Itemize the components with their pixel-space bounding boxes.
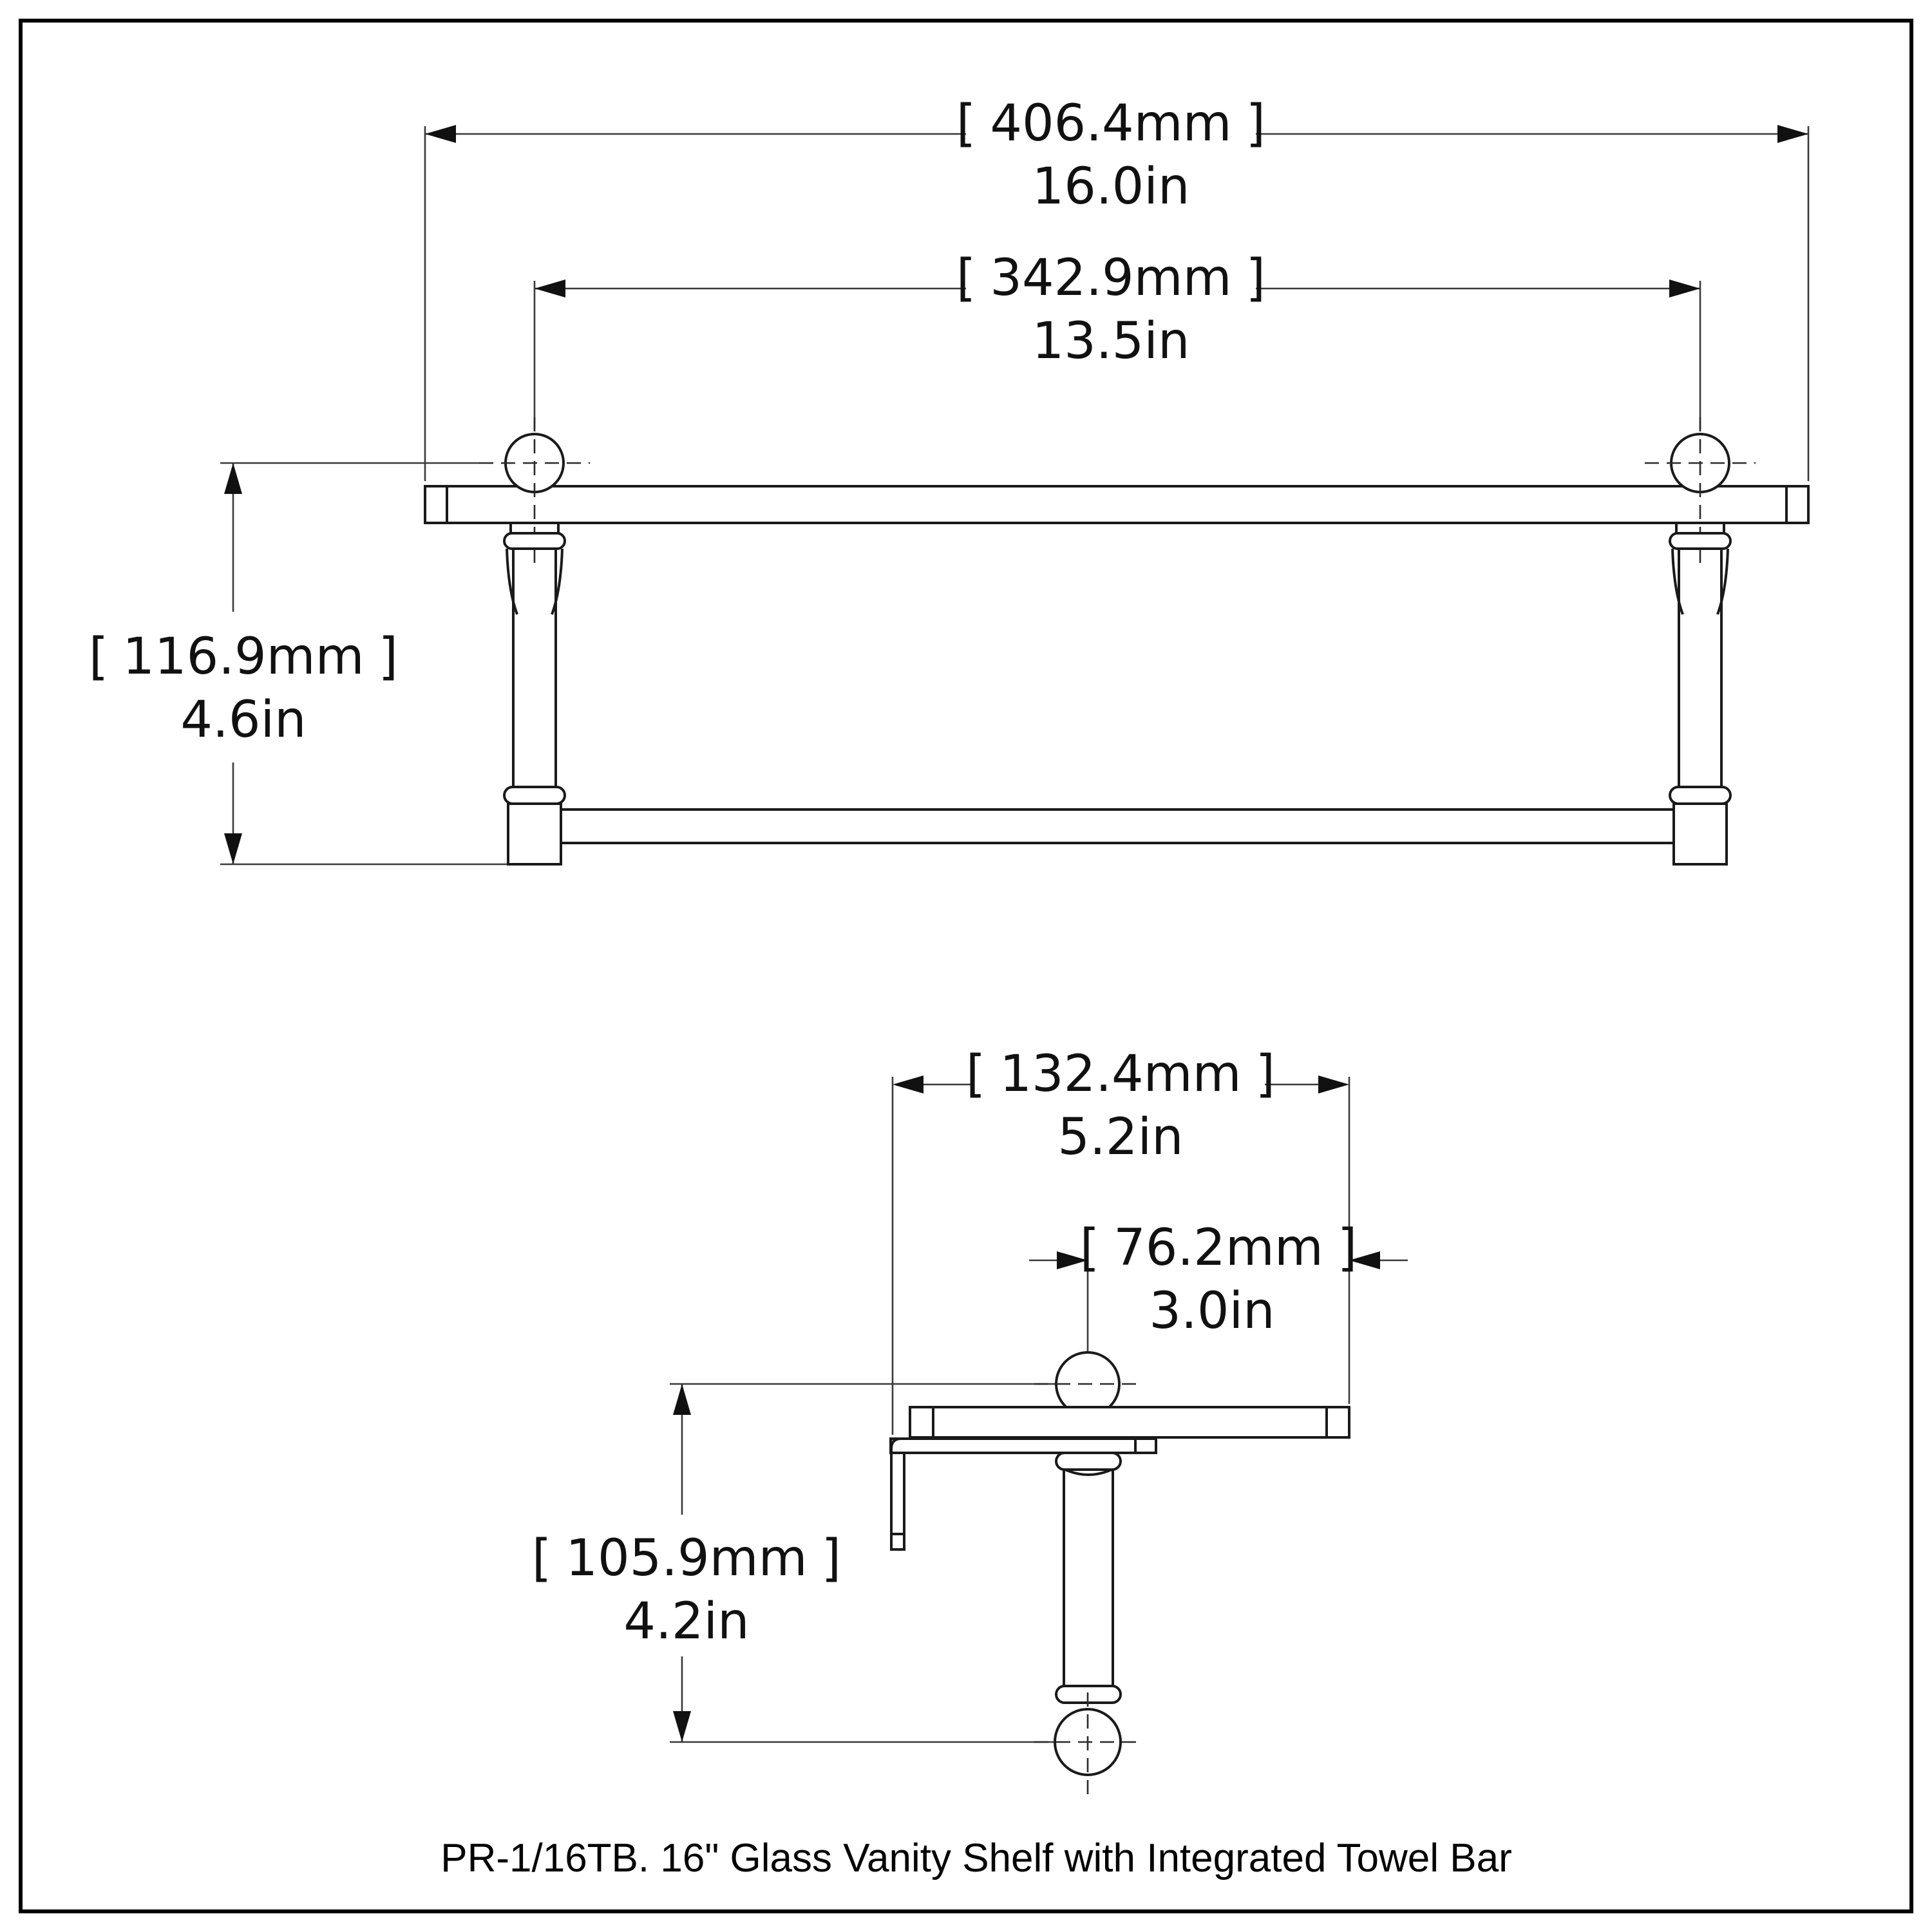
arrowhead-left-pointing — [1349, 1251, 1380, 1269]
wall-arm — [890, 1437, 909, 1551]
dimension-label-mm: [76.2mm] — [1080, 1219, 1358, 1277]
mounting-post-left — [503, 523, 566, 866]
post-collar-top — [1055, 1452, 1122, 1471]
dimension-overall-depth: [132.4mm] 5.2in — [891, 1045, 1350, 1435]
shelf-slab — [909, 1406, 1350, 1439]
ball-finial-bottom-side — [1034, 1692, 1141, 1797]
front-view: [406.4mm] 16.0in [342.9mm] 13.5in [116.9… — [89, 95, 1810, 866]
mounting-plate — [889, 1437, 1157, 1454]
glass-shelf-front — [424, 485, 1810, 524]
glass-shelf-side — [909, 1406, 1350, 1439]
towel-bar — [561, 808, 1674, 844]
post-taper-left — [506, 548, 518, 615]
dimension-label-in: 4.6in — [180, 691, 306, 749]
dimension-label-in: 5.2in — [1057, 1108, 1183, 1166]
collar-arc-detail — [1065, 1468, 1112, 1476]
arrowhead-left — [535, 279, 565, 298]
dimension-label-mm: [342.9mm] — [956, 249, 1265, 307]
ball-finial-right — [1645, 417, 1756, 563]
dimension-label-mm: [105.9mm] — [532, 1530, 841, 1587]
wall-bracket — [889, 1437, 1157, 1551]
dimension-label-in: 3.0in — [1149, 1282, 1274, 1340]
dimension-label-mm: [406.4mm] — [956, 95, 1265, 153]
arrowhead-up — [224, 463, 242, 494]
dimension-shelf-projection: [76.2mm] 3.0in — [1029, 1219, 1408, 1457]
arrowhead-left — [425, 125, 456, 143]
arrowhead-right — [1669, 279, 1700, 298]
arrowhead-down — [673, 1711, 691, 1742]
dimension-drop-height: [105.9mm] 4.2in — [532, 1383, 1057, 1743]
dimension-label-in: 13.5in — [1032, 312, 1190, 370]
dimension-label-mm: [116.9mm] — [89, 628, 398, 686]
arrowhead-right-pointing — [1057, 1251, 1088, 1269]
post-collar-bottom — [503, 786, 566, 805]
shelf-slab — [424, 485, 1810, 524]
arrowhead-right — [1318, 1075, 1349, 1094]
dimension-overall-height: [116.9mm] 4.6in — [89, 462, 507, 866]
post-collar-top — [503, 532, 566, 550]
hanging-post-side — [1055, 1452, 1122, 1704]
drawing-caption: PR-1/16TB. 16" Glass Vanity Shelf with I… — [440, 1836, 1512, 1880]
arrowhead-right — [1777, 125, 1808, 143]
ball-finial-left — [479, 417, 590, 563]
arrowhead-up — [673, 1384, 691, 1415]
dimension-label-mm: [132.4mm] — [966, 1045, 1275, 1103]
mounting-post-right — [1669, 522, 1732, 866]
dimension-label-in: 16.0in — [1032, 158, 1190, 216]
post-taper-right — [551, 548, 564, 615]
side-view: [132.4mm] 5.2in [76.2mm] 3.0in [105.9mm]… — [532, 1045, 1408, 1797]
arrowhead-left — [893, 1075, 923, 1094]
dimension-label-in: 4.2in — [623, 1593, 749, 1651]
dimension-post-spacing: [342.9mm] 13.5in — [533, 249, 1701, 429]
dimension-overall-width: [406.4mm] 16.0in — [424, 95, 1810, 481]
arrowhead-down — [224, 833, 242, 864]
towel-bar-end-block — [507, 802, 562, 866]
page-border — [19, 19, 1913, 1913]
